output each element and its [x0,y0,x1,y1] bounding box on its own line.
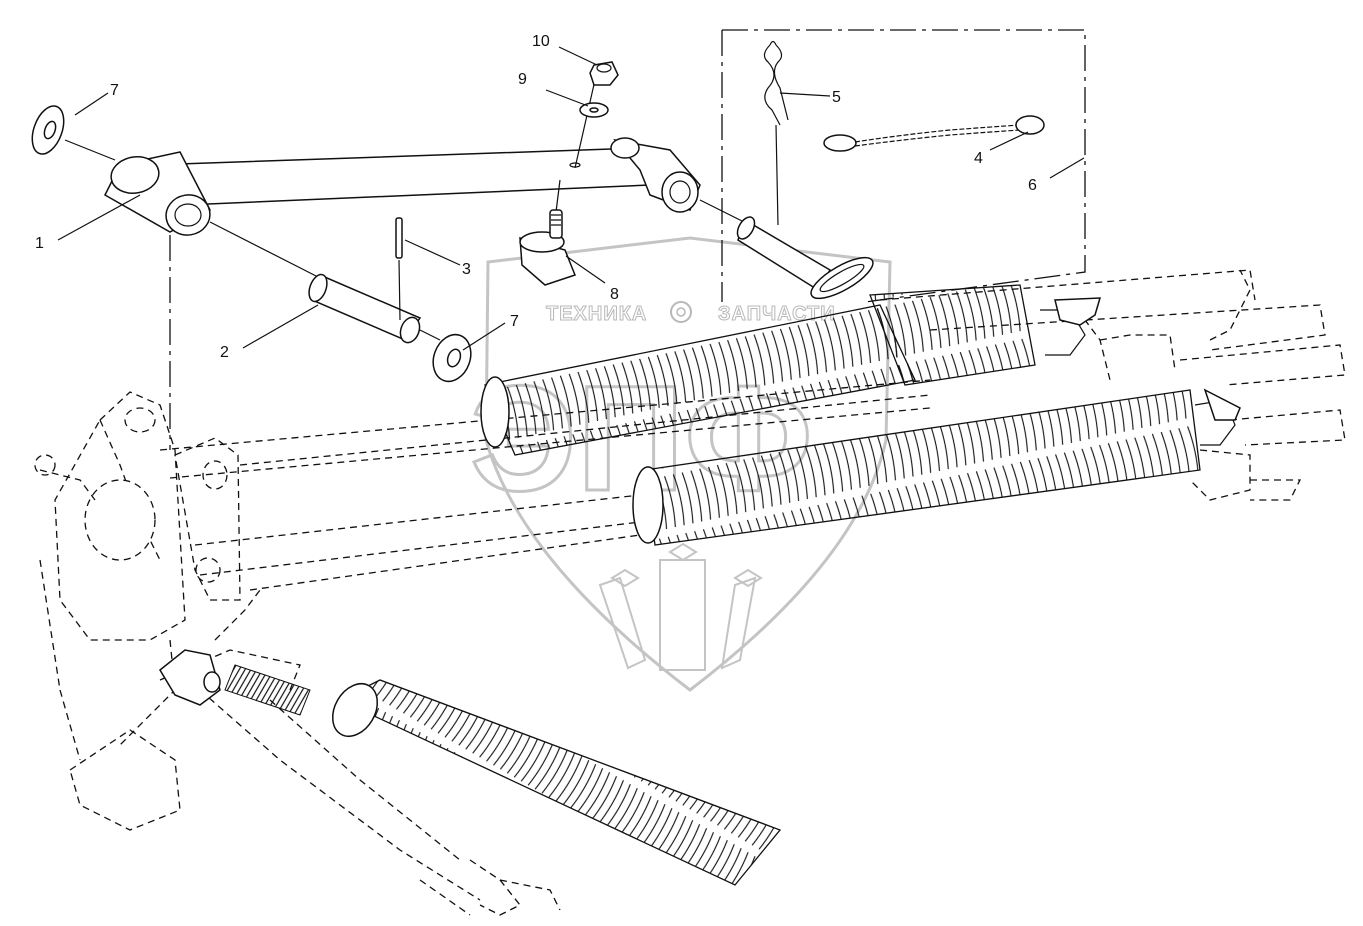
spring-middle [632,388,1241,546]
callouts: 1 2 3 4 5 6 7 7 8 9 10 [35,33,1037,361]
callout-2: 2 [220,344,229,361]
lever-part-1 [104,137,701,236]
callout-4: 4 [974,150,983,167]
leader-lines [57,46,1085,351]
callout-9: 9 [518,71,527,88]
bumper-part-8 [519,209,576,286]
spring-lower [159,649,782,886]
washer-part-9 [579,102,609,118]
callout-7-lower: 7 [510,313,519,330]
callout-10: 10 [532,33,550,50]
callout-7-left: 7 [110,82,119,99]
lynch-pin [736,216,874,300]
pin-part-2 [308,273,422,344]
callout-5: 5 [832,89,841,106]
spring-upper [480,284,1102,456]
washer-7-lower [432,333,472,383]
callout-1: 1 [35,235,44,252]
gear-icon [670,301,692,323]
callout-6: 6 [1028,177,1037,194]
watermark-left-text: ТЕХНИКА [546,303,647,325]
callout-3: 3 [462,261,471,278]
wheat-icon [598,542,763,671]
washer-7-left [31,105,65,155]
callout-8: 8 [610,286,619,303]
detail-box [721,29,1086,303]
roll-pin-part-3 [395,217,403,259]
nut-part-10 [589,61,619,86]
clip-pin-part-5 [763,40,789,126]
chain-part-4 [823,115,1045,152]
